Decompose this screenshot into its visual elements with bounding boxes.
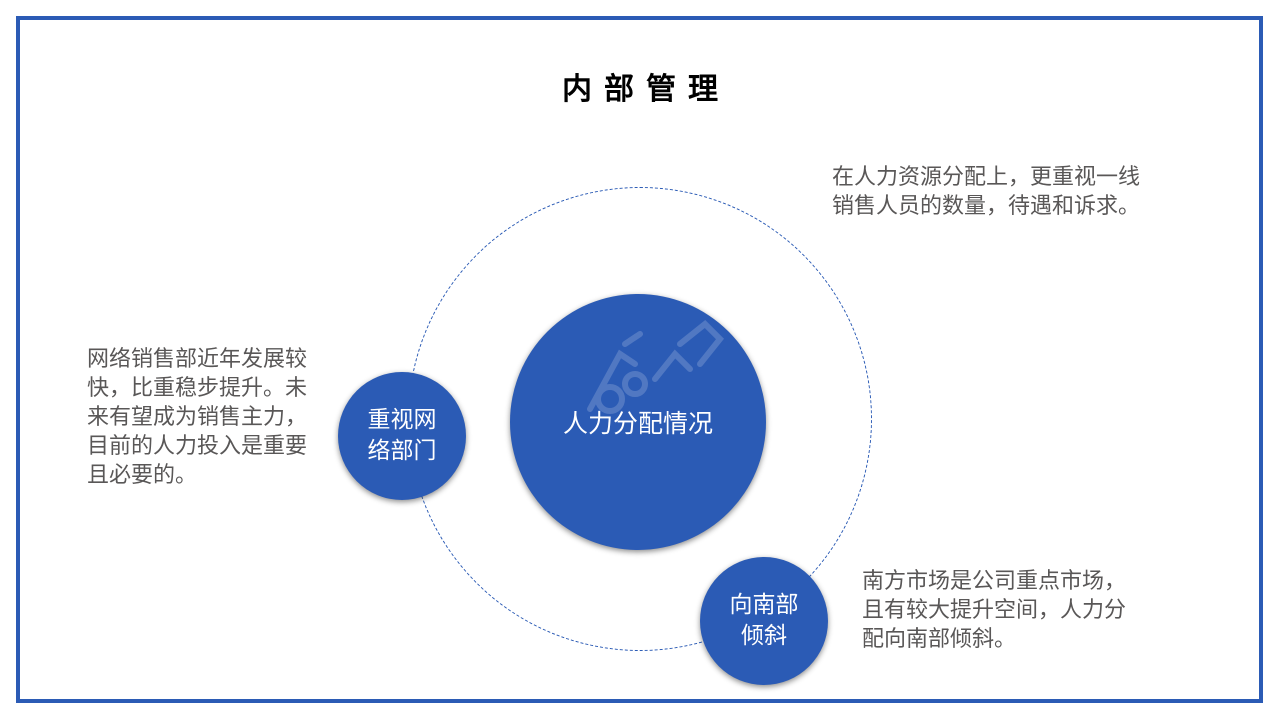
center-circle: 人力分配情况 bbox=[510, 294, 766, 550]
node-label-network: 重视网络部门 bbox=[367, 407, 437, 464]
node-circle-south: 向南部倾斜 bbox=[700, 557, 828, 685]
south-description-text: 南方市场是公司重点市场，且有较大提升空间，人力分配向南部倾斜。 bbox=[862, 569, 1127, 652]
top-note-text: 在人力资源分配上，更重视一线销售人员的数量，待遇和诉求。 bbox=[832, 165, 1141, 219]
center-circle-label: 人力分配情况 bbox=[562, 409, 713, 438]
slide-title: 内部管理 bbox=[562, 72, 730, 107]
slide-border-frame bbox=[16, 16, 1263, 703]
node-circle-network: 重视网络部门 bbox=[338, 372, 466, 500]
network-description-text: 网络销售部近年发展较快，比重稳步提升。未来有望成为销售主力，目前的人力投入是重要… bbox=[87, 347, 308, 488]
node-label-south: 向南部倾斜 bbox=[729, 592, 799, 649]
